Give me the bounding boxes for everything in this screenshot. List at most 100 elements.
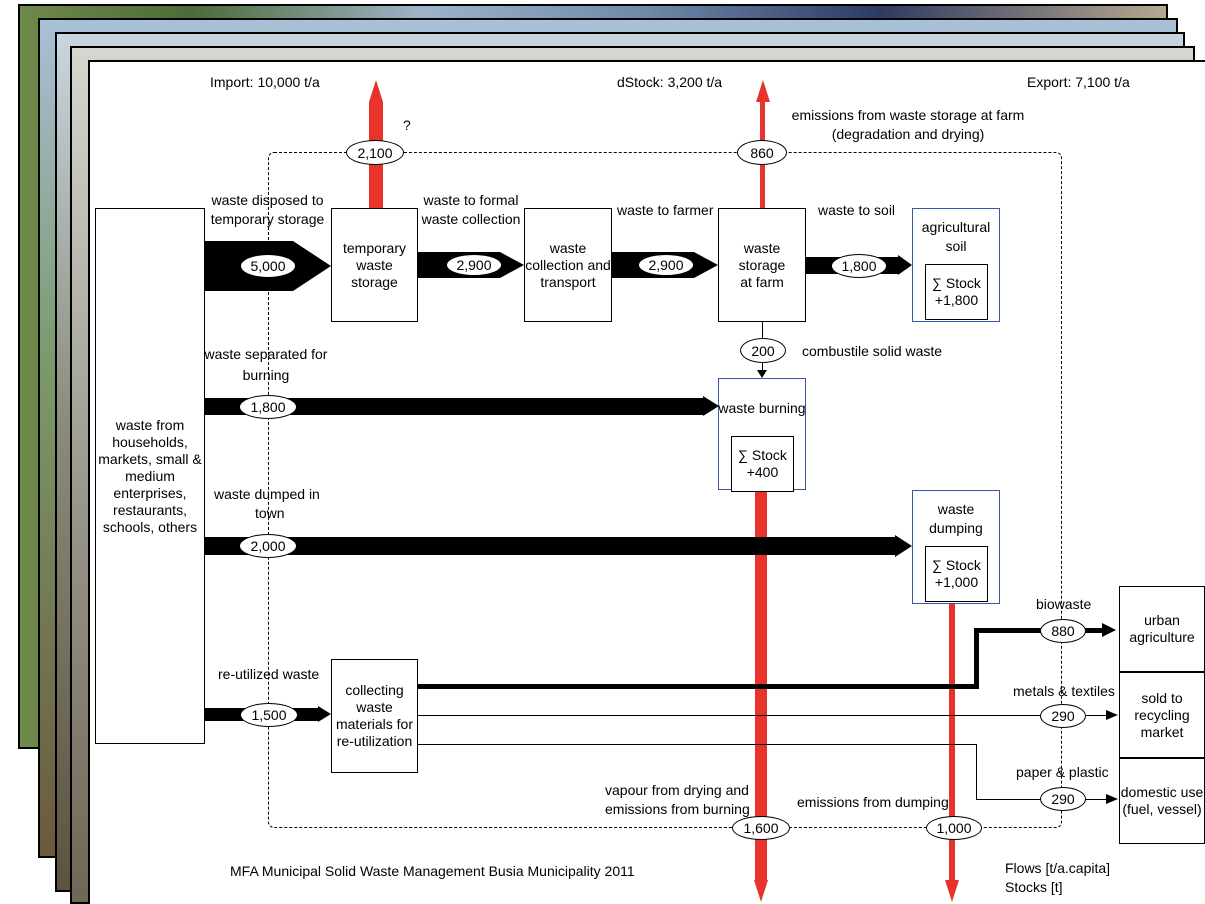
flow-arrowhead-2000	[895, 535, 912, 557]
flow-arrowhead-1500	[318, 706, 331, 722]
collection-line-3: transport	[540, 274, 595, 291]
dumping-line-1: waste	[912, 501, 1000, 518]
biowaste-line-vertical	[974, 628, 979, 689]
emission-arrow-dumping	[949, 604, 955, 882]
source-line-6: restaurants,	[113, 502, 187, 519]
flow-value-2100: 2,100	[346, 140, 404, 165]
flow-arrowhead-5000	[293, 241, 331, 291]
dumping-stock-label: ∑ Stock	[932, 557, 981, 574]
flow-label-disposed-1: waste disposed to	[205, 192, 330, 209]
collecting-line-4: re-utilization	[337, 733, 412, 750]
flow-value-2000: 2,000	[239, 534, 297, 558]
soil-stock-value: +1,800	[935, 292, 978, 309]
flow-label-to-farmer: waste to farmer	[617, 202, 713, 219]
collecting-line-2: waste	[356, 699, 393, 716]
recycling-market-box: sold to recycling market	[1119, 672, 1205, 758]
emission-arrowhead-down-1	[754, 880, 768, 902]
dumping-stock-value: +1,000	[935, 574, 978, 591]
agri-soil-line-2: soil	[912, 238, 1000, 255]
legend-stocks: Stocks [t]	[1005, 879, 1063, 896]
flow-value-880: 880	[1040, 619, 1086, 643]
emission-arrowhead-up-2	[756, 80, 770, 102]
flow-value-2900a: 2,900	[446, 254, 502, 276]
flow-value-200: 200	[740, 338, 786, 363]
flow-label-to-soil: waste to soil	[818, 202, 895, 219]
soil-stock-label: ∑ Stock	[932, 275, 981, 292]
farm-storage-line-2: at farm	[740, 274, 784, 291]
source-process-box: waste from households, markets, small & …	[95, 208, 205, 744]
flow-value-290b: 290	[1040, 787, 1086, 811]
vapour-label-1: vapour from drying and	[605, 782, 749, 799]
flow-value-290a: 290	[1040, 704, 1086, 728]
collection-line-1: waste	[550, 240, 587, 257]
emission-arrowhead-up-1	[369, 80, 383, 102]
collecting-materials-process: collecting waste materials for re-utiliz…	[331, 659, 418, 773]
source-line-1: waste from	[116, 417, 184, 434]
flow-label-separated-2: burning	[200, 367, 332, 384]
flow-arrowhead-200	[757, 370, 767, 378]
farm-storage-process: waste storage at farm	[718, 208, 806, 322]
flow-value-1600: 1,600	[732, 816, 790, 840]
burning-stock-value: +400	[747, 464, 779, 481]
domestic-line-1: domestic use	[1121, 784, 1203, 801]
flow-arrowhead-2900b	[694, 252, 718, 278]
source-line-2: households,	[112, 434, 188, 451]
source-line-5: enterprises,	[113, 485, 186, 502]
source-line-7: schools, others	[103, 519, 197, 536]
domestic-use-box: domestic use (fuel, vessel)	[1119, 758, 1205, 844]
urban-line-2: agriculture	[1129, 629, 1194, 646]
urban-agriculture-box: urban agriculture	[1119, 586, 1205, 672]
domestic-line-2: (fuel, vessel)	[1122, 801, 1201, 818]
recycling-line-3: market	[1141, 724, 1184, 741]
flow-label-separated-1: waste separated for	[200, 346, 332, 363]
collecting-line-3: materials for	[336, 716, 413, 733]
flow-value-5000: 5,000	[240, 254, 296, 278]
flow-label-dumped-1: waste dumped in	[214, 486, 320, 503]
flow-label-disposed-2: temporary storage	[205, 211, 330, 228]
flow-label-formal-1: waste to formal	[418, 192, 524, 209]
farm-storage-line-1: waste storage	[719, 240, 805, 274]
unknown-emission-label: ?	[403, 117, 411, 134]
flow-label-metals: metals & textiles	[1013, 683, 1115, 700]
flow-label-reutilized: re-utilized waste	[218, 666, 319, 683]
flow-arrowhead-2900a	[500, 252, 524, 278]
dumping-stock-box: ∑ Stock +1,000	[925, 546, 988, 602]
agri-soil-line-1: agricultural	[912, 219, 1000, 236]
flow-value-1500: 1,500	[240, 703, 298, 727]
burning-label: waste burning	[712, 400, 812, 417]
paper-arrowhead	[1106, 794, 1118, 804]
export-label: Export: 7,100 t/a	[1027, 74, 1130, 91]
metals-arrowhead	[1106, 710, 1118, 720]
burning-stock-box: ∑ Stock +400	[731, 436, 794, 492]
legend-flows: Flows [t/a.capita]	[1005, 860, 1110, 877]
dumping-line-2: dumping	[912, 520, 1000, 537]
paper-line-vertical	[976, 744, 977, 800]
recycling-line-1: sold to	[1141, 690, 1182, 707]
emission-arrowhead-down-2	[945, 880, 959, 902]
vapour-label-2: emissions from burning	[605, 801, 750, 818]
flow-label-formal-2: waste collection	[418, 211, 524, 228]
metals-line	[418, 715, 1108, 716]
biowaste-line-horizontal-1	[418, 684, 978, 689]
import-label: Import: 10,000 t/a	[210, 74, 320, 91]
diagram-title: MFA Municipal Solid Waste Management Bus…	[230, 863, 635, 880]
collection-transport-process: waste collection and transport	[524, 208, 612, 322]
flow-value-1800burn: 1,800	[239, 395, 297, 419]
flow-label-dumped-2: town	[255, 505, 285, 522]
farm-emission-label-2: (degradation and drying)	[788, 126, 1028, 143]
urban-line-1: urban	[1144, 612, 1180, 629]
source-line-3: markets, small &	[98, 451, 201, 468]
flow-arrowhead-1800soil	[898, 255, 912, 275]
source-line-4: medium	[125, 468, 175, 485]
temp-storage-line-2: waste storage	[332, 257, 417, 291]
flow-label-biowaste: biowaste	[1036, 596, 1091, 613]
biowaste-arrowhead	[1102, 623, 1116, 637]
farm-emission-label-1: emissions from waste storage at farm	[788, 107, 1028, 124]
flow-value-1000: 1,000	[926, 816, 982, 840]
temp-storage-line-1: temporary	[343, 240, 406, 257]
dumping-emission-label: emissions from dumping	[797, 794, 949, 811]
burning-stock-label: ∑ Stock	[738, 447, 787, 464]
paper-line-horizontal-1	[418, 744, 976, 745]
flow-value-860: 860	[737, 140, 787, 165]
flow-label-combustile: combustile solid waste	[802, 343, 942, 360]
